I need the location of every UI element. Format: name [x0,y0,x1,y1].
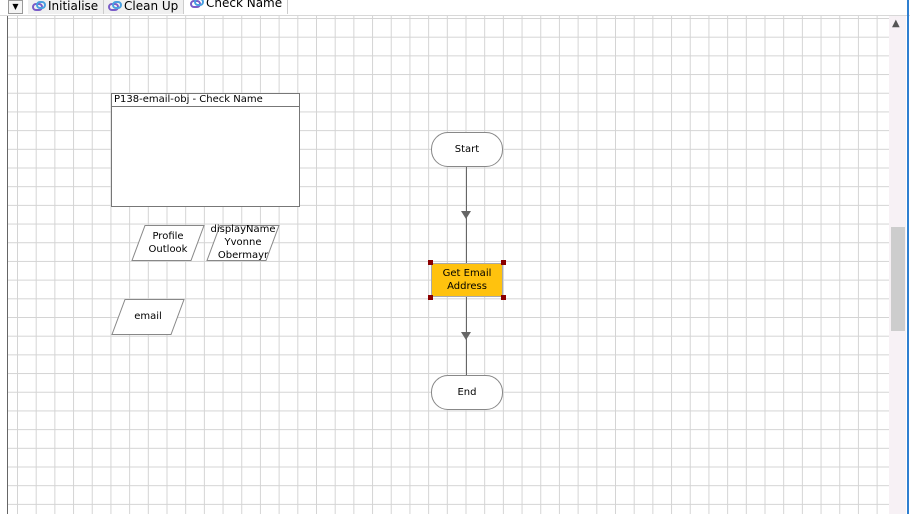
start-node[interactable]: Start [431,132,503,167]
tab-dropdown-button[interactable]: ▼ [8,0,23,14]
scrollbar-thumb[interactable] [891,227,905,331]
page-info-block[interactable]: P138-email-obj - Check Name [111,93,300,207]
tab-clean-up[interactable]: Clean Up [104,0,185,14]
arrow-down-icon [461,332,471,340]
page-icon [190,0,204,8]
tab-bar: ▼ Initialise Clean Up Check Name [0,0,910,16]
tab-check-name[interactable]: Check Name [186,0,289,14]
resize-handle[interactable] [428,260,433,265]
arrow-down-icon [461,211,471,219]
window-border [907,0,909,514]
tab-initialise[interactable]: Initialise [28,0,105,14]
page-icon [32,1,46,11]
end-node[interactable]: End [431,375,503,410]
diagram-canvas[interactable] [7,16,890,514]
page-icon [108,1,122,11]
resize-handle[interactable] [501,295,506,300]
block-title: P138-email-obj - Check Name [112,94,299,107]
vertical-scrollbar[interactable]: ▲ [889,16,906,514]
resize-handle[interactable] [501,260,506,265]
resize-handle[interactable] [428,295,433,300]
scroll-up-icon[interactable]: ▲ [892,18,900,29]
data-item-email[interactable]: email [111,299,185,335]
